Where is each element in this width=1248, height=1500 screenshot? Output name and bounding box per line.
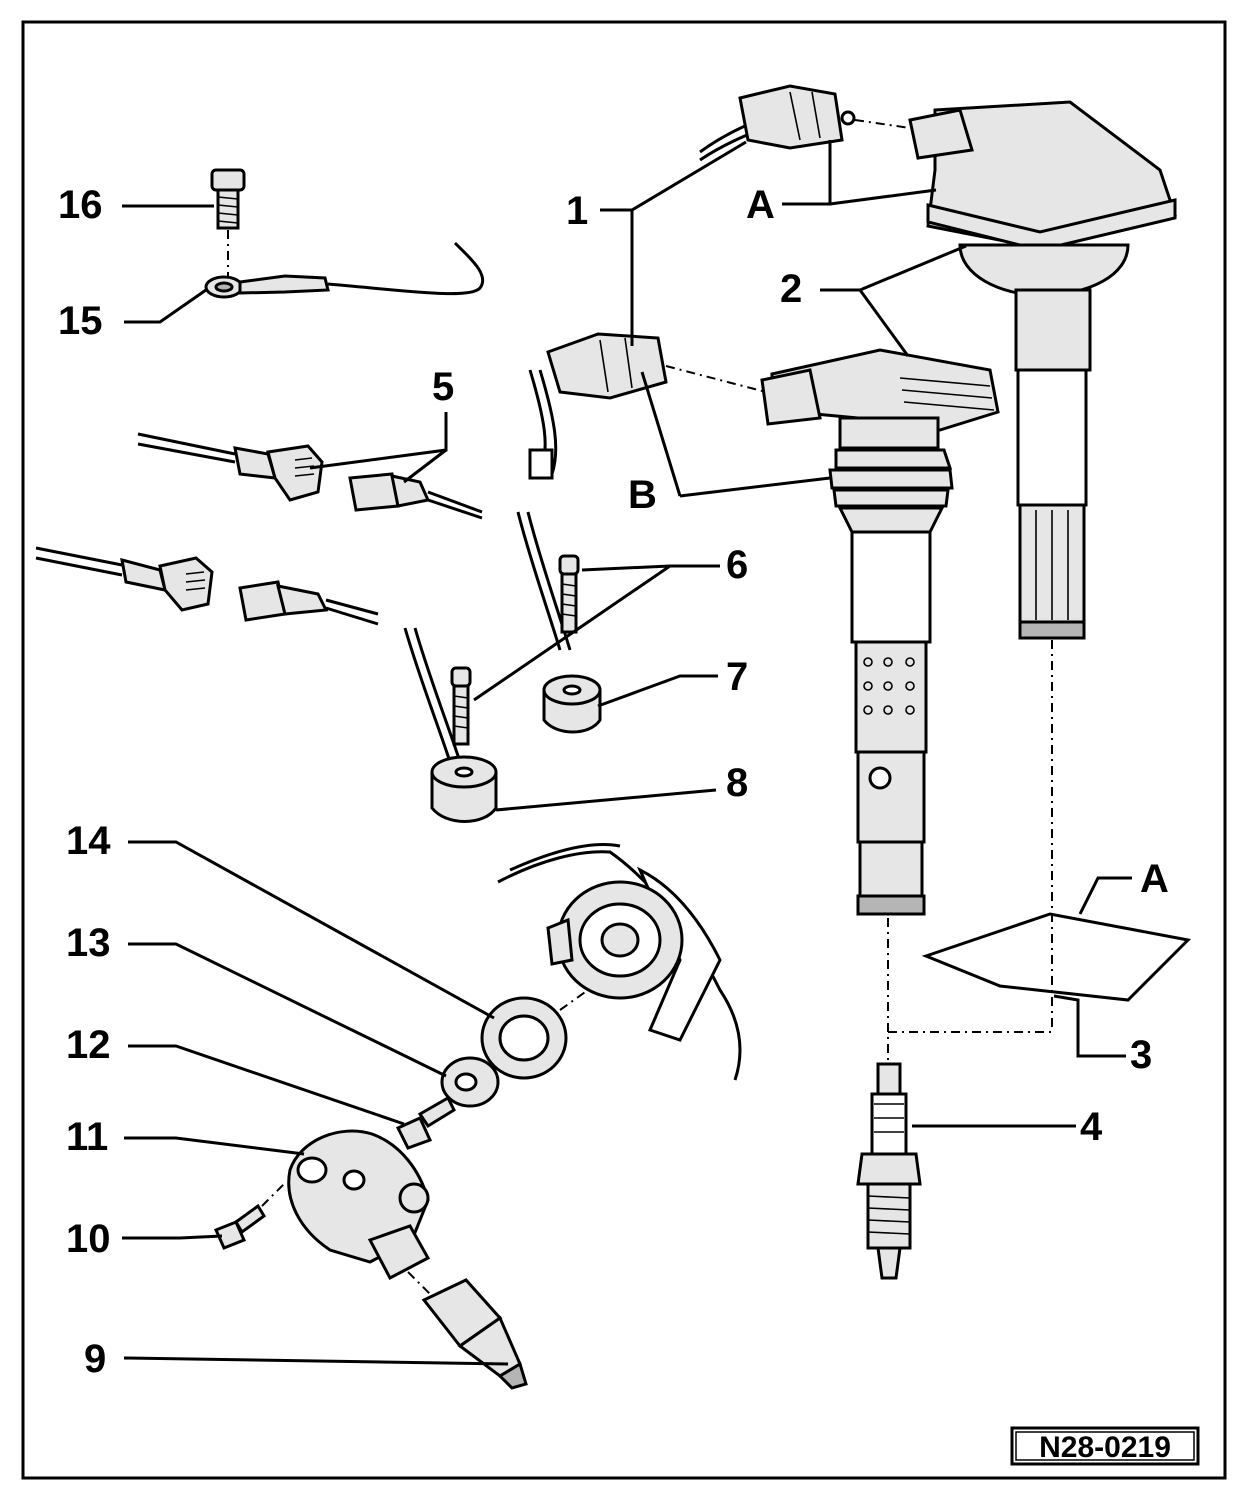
leader-lines [122,140,1132,1366]
part-10-bolt [213,1181,287,1250]
label-4: 4 [1080,1105,1103,1149]
part-5-connector-lower [35,546,379,626]
label-B: B [628,473,657,517]
part-2-ignition-coil-upper [908,100,1177,640]
label-5: 5 [432,365,454,409]
part-1-connector-top [699,84,911,162]
label-A-top: A [746,183,775,227]
label-1: 1 [566,189,588,233]
label-7: 7 [726,655,748,699]
diagram-frame [21,20,1227,1480]
label-3: 3 [1130,1033,1152,1077]
part-15-earth-wire [204,241,484,299]
part-3-plate [921,912,1192,1002]
label-6: 6 [726,543,748,587]
label-14: 14 [66,819,111,863]
part-2-ignition-coil-lower [760,348,1000,916]
part-9-plug [407,1271,528,1390]
label-16: 16 [58,183,103,227]
part-4-spark-plug [856,1062,922,1280]
label-9: 9 [84,1337,106,1381]
label-2: 2 [780,267,802,311]
part-13-washer [440,1056,500,1108]
label-15: 15 [58,299,103,343]
label-13: 13 [66,921,111,965]
part-11-sensor-cover [287,1129,431,1281]
figure-reference-box: N28-0219 [1010,1426,1200,1466]
part-16-bolt [210,168,246,278]
part-7-knock-sensor [516,511,602,734]
part-12-bolt [395,1095,456,1150]
label-12: 12 [66,1023,111,1067]
part-14-sender-wheel [480,842,742,1081]
part-1-connector-middle [528,332,767,480]
label-11: 11 [66,1115,108,1159]
label-8: 8 [726,761,748,805]
part-8-knock-sensor [403,627,498,823]
label-A-right: A [1140,857,1169,901]
figure-reference: N28-0219 [1039,1431,1171,1464]
label-10: 10 [66,1217,111,1261]
part-5-connector-upper [137,432,483,520]
